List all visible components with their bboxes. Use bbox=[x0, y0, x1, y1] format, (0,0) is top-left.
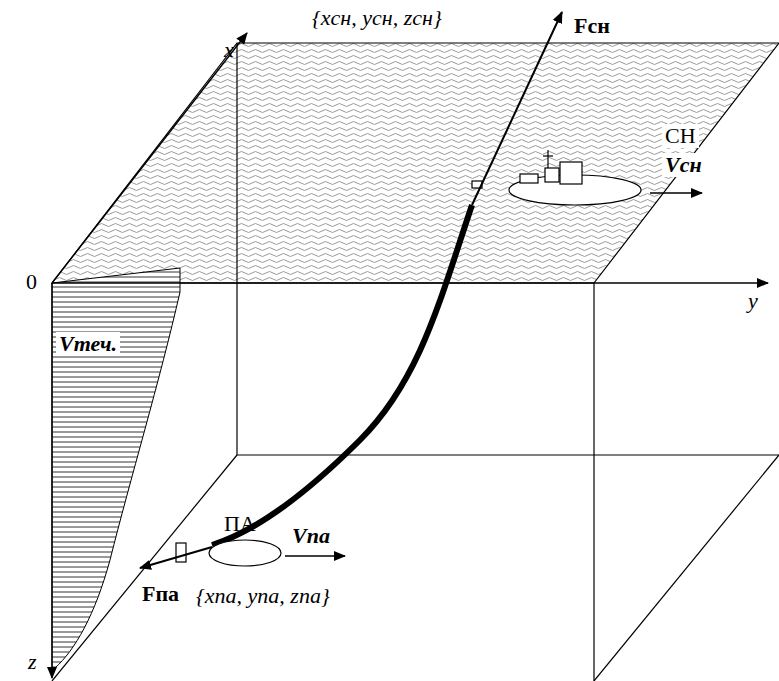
hatch-line bbox=[52, 552, 185, 553]
hatch-line bbox=[52, 547, 185, 548]
hatch-line bbox=[52, 557, 185, 558]
hatch-line bbox=[52, 567, 185, 568]
hatch-line bbox=[52, 407, 185, 408]
hatch-line bbox=[52, 307, 185, 308]
hatch-line bbox=[52, 402, 185, 403]
hatch-line bbox=[52, 662, 185, 663]
hatch-line bbox=[52, 642, 185, 643]
hatch-line bbox=[52, 292, 185, 293]
hatch-line bbox=[52, 297, 185, 298]
hatch-line bbox=[52, 417, 185, 418]
hatch-line bbox=[52, 522, 185, 523]
hatch-line bbox=[52, 607, 185, 608]
hatch-line bbox=[52, 542, 185, 543]
hatch-line bbox=[52, 537, 185, 538]
hatch-line bbox=[52, 387, 185, 388]
hatch-line bbox=[52, 447, 185, 448]
hatch-line bbox=[52, 502, 185, 503]
apparatus-label: ПА bbox=[224, 512, 256, 536]
hatch-line bbox=[52, 532, 185, 533]
velocity-arrow bbox=[650, 192, 702, 193]
hatch-line bbox=[52, 527, 185, 528]
hatch-line bbox=[52, 497, 185, 498]
velocity-label: Vсн bbox=[662, 153, 705, 177]
hatch-line bbox=[52, 482, 185, 483]
hatch-line bbox=[52, 652, 185, 653]
tow-cable bbox=[212, 205, 472, 545]
force-label: Fпа bbox=[142, 582, 179, 606]
hatch-line bbox=[52, 422, 185, 423]
hatch-line bbox=[52, 632, 185, 633]
velocity-label: Vпа bbox=[292, 524, 330, 548]
hatch-line bbox=[52, 472, 185, 473]
force-arrow bbox=[140, 547, 212, 568]
coordinate-label: {xсн, yсн, zсн} bbox=[312, 6, 442, 30]
origin-label: 0 bbox=[26, 270, 37, 294]
hatch-line bbox=[52, 512, 185, 513]
hatch-line bbox=[52, 457, 185, 458]
hatch-line bbox=[52, 442, 185, 443]
hatch-line bbox=[52, 657, 185, 658]
hatch-line bbox=[52, 432, 185, 433]
hatch-line bbox=[52, 277, 185, 278]
hatch-line bbox=[52, 357, 185, 358]
hatch-line bbox=[52, 377, 185, 378]
sea-surface bbox=[52, 43, 779, 283]
hatch-line bbox=[52, 312, 185, 313]
hatch-line bbox=[52, 287, 185, 288]
current-label: Vтеч. bbox=[56, 332, 120, 356]
hatch-line bbox=[52, 367, 185, 368]
hatch-line bbox=[52, 622, 185, 623]
hatch-line bbox=[52, 667, 185, 668]
hatch-line bbox=[52, 427, 185, 428]
axis-label: z bbox=[28, 650, 37, 674]
water-volume-edges bbox=[52, 43, 779, 681]
hatch-line bbox=[52, 362, 185, 363]
surface-vessel bbox=[472, 150, 641, 205]
hatch-line bbox=[52, 507, 185, 508]
hatch-line bbox=[52, 577, 185, 578]
hatch-line bbox=[52, 637, 185, 638]
current-profile bbox=[52, 268, 185, 668]
hatch-line bbox=[52, 647, 185, 648]
hatch-line bbox=[52, 272, 185, 273]
velocity-arrow bbox=[285, 555, 345, 556]
force-label: Fсн bbox=[574, 14, 610, 38]
hatch-line bbox=[52, 452, 185, 453]
hatch-line bbox=[52, 572, 185, 573]
hatch-line bbox=[52, 477, 185, 478]
hatch-line bbox=[52, 462, 185, 463]
axis-label: y bbox=[748, 289, 758, 313]
hatch-line bbox=[52, 302, 185, 303]
hatch-line bbox=[52, 467, 185, 468]
hatch-line bbox=[52, 437, 185, 438]
hatch-line bbox=[52, 412, 185, 413]
hatch-line bbox=[52, 317, 185, 318]
hatch-line bbox=[52, 612, 185, 613]
force-arrow bbox=[472, 12, 562, 205]
hatch-line bbox=[52, 492, 185, 493]
hatch-line bbox=[52, 392, 185, 393]
hatch-line bbox=[52, 487, 185, 488]
axes bbox=[52, 33, 768, 678]
axis-label: x bbox=[224, 38, 234, 62]
hatch-line bbox=[52, 372, 185, 373]
hatch-line bbox=[52, 627, 185, 628]
vessel-label: СН bbox=[662, 124, 699, 148]
hatch-line bbox=[52, 397, 185, 398]
hatch-line bbox=[52, 327, 185, 328]
hatch-line bbox=[52, 517, 185, 518]
coordinate-label: {xпа, yпа, zпа} bbox=[196, 584, 330, 608]
hatch-line bbox=[52, 322, 185, 323]
hatch-line bbox=[52, 382, 185, 383]
hatch-line bbox=[52, 617, 185, 618]
